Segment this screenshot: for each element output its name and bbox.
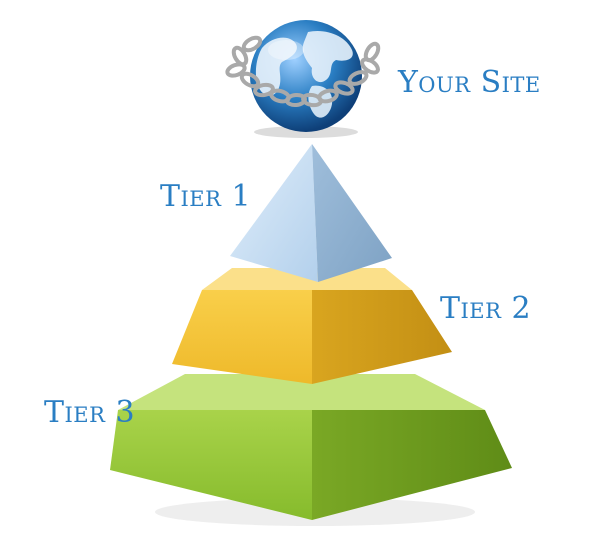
tier-2-front-face: [172, 290, 312, 384]
tier-3-top-face: [118, 374, 485, 410]
tier-2-top-face: [202, 268, 412, 290]
globe-continent-eurasia: [302, 30, 353, 83]
tier-3-label: Tier 3: [44, 395, 135, 430]
globe-continent-americas: [255, 37, 297, 96]
tier-1-right-face: [312, 144, 392, 282]
site-label: Your Site: [397, 65, 541, 100]
tier-3-right-face: [312, 410, 512, 520]
tier-1-label: Tier 1: [160, 179, 251, 214]
tier-2-label: Tier 2: [440, 291, 531, 326]
tier-3-front-face: [110, 410, 312, 520]
chain-icon: [225, 35, 381, 108]
tier-1-block: [230, 144, 392, 282]
globe-highlight: [268, 40, 304, 60]
globe-icon: [225, 20, 381, 138]
tier-3-block: [110, 374, 512, 520]
tier-2-block: [172, 268, 452, 384]
tier-2-right-face: [312, 290, 452, 384]
tier-1-left-face: [230, 144, 318, 282]
